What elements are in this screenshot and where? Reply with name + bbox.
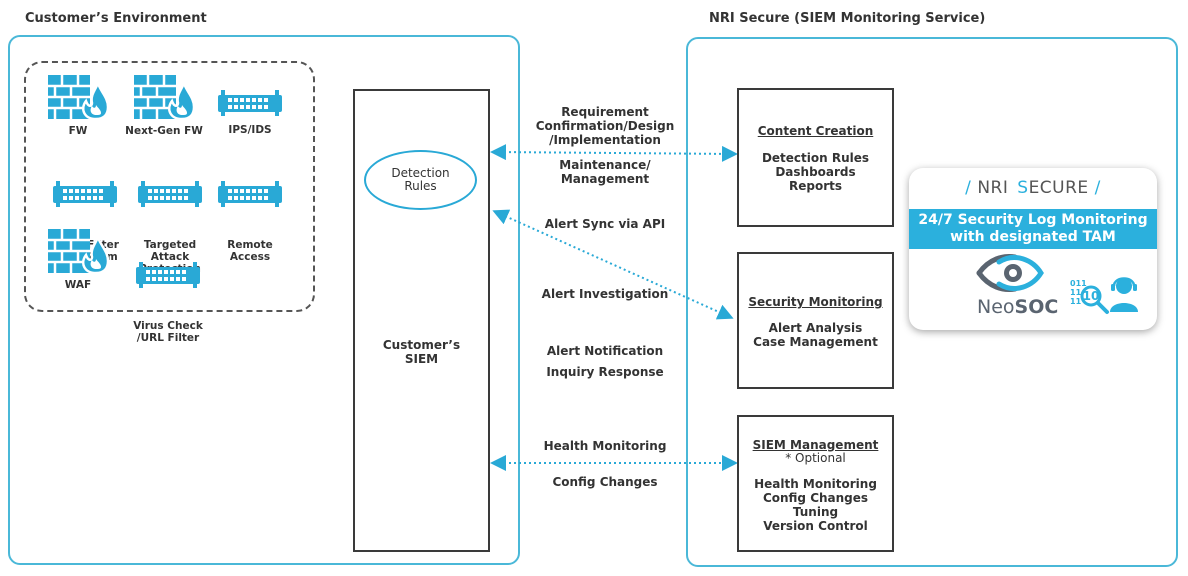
security-monitoring-box: Security Monitoring Alert Analysis Case … — [737, 252, 894, 389]
brand-nri: NRI — [977, 178, 1009, 198]
magnifier-digits: 10 — [1082, 289, 1100, 303]
flow-label-health-monitoring: Health Monitoring — [543, 439, 667, 453]
siem-mgmt-line: Version Control — [763, 519, 868, 533]
logo-soc: SOC — [1014, 296, 1059, 318]
monitoring-line: Alert Analysis — [768, 321, 863, 335]
siem-mgmt-line: Config Changes — [762, 491, 869, 505]
flow-label-config-changes: Config Changes — [552, 475, 658, 489]
flow-label-alert-investigation: Alert Investigation — [541, 287, 669, 301]
device-fw: FW — [38, 73, 118, 137]
neosoc-logo: NeoSOC — [977, 296, 1058, 318]
content-creation-title: Content Creation — [757, 124, 874, 138]
siem-management-note: * Optional — [785, 451, 846, 465]
nri-secure-title: NRI Secure (SIEM Monitoring Service) — [709, 11, 986, 26]
device-remote-access: Remote Access — [210, 153, 290, 263]
slash-icon: / — [1094, 178, 1101, 198]
flow-label-alert-notification: Alert Notification — [546, 344, 664, 358]
binary-line: 11 — [1070, 288, 1082, 297]
brand-rest: ECURE — [1028, 178, 1089, 198]
security-monitoring-title: Security Monitoring — [748, 295, 883, 309]
flow-label-inquiry-response: Inquiry Response — [546, 365, 664, 379]
flow-label-alert-sync: Alert Sync via API — [544, 217, 666, 231]
appliance-icon — [128, 258, 208, 292]
appliance-icon — [125, 177, 215, 211]
binary-line: 11 — [1070, 297, 1082, 306]
device-label: Next-Gen FW — [125, 125, 203, 137]
content-flow-arrow — [490, 144, 738, 162]
content-line: Reports — [788, 179, 842, 193]
logo-neo: Neo — [977, 296, 1015, 318]
eye-icon — [975, 254, 1045, 296]
appliance-icon — [45, 177, 125, 211]
firewall-icon — [124, 73, 204, 121]
content-creation-box: Content Creation Detection Rules Dashboa… — [737, 88, 894, 227]
detection-rules-label: Detection Rules — [391, 166, 450, 193]
appliance-icon — [210, 86, 290, 120]
siem-management-title: SIEM Management — [752, 438, 879, 452]
device-virus-check: Virus Check /URL Filter — [128, 234, 208, 344]
device-label: WAF — [64, 279, 92, 291]
nri-secure-brand: / NRI SECURE / — [909, 178, 1157, 198]
device-label: FW — [68, 125, 88, 137]
device-ips-ids: IPS/IDS — [210, 86, 290, 136]
device-label: IPS/IDS — [228, 124, 272, 136]
security-devices-group — [24, 61, 315, 312]
device-next-gen-fw: Next-Gen FW — [124, 73, 204, 137]
binary-digits: 011 11 11 — [1070, 279, 1087, 306]
nri-secure-card: / NRI SECURE / 24/7 Security Log Monitor… — [909, 168, 1157, 330]
device-label: Remote Access — [227, 239, 273, 263]
monitoring-line: Case Management — [753, 335, 878, 349]
operator-headset-icon — [1106, 272, 1142, 316]
content-line: Detection Rules — [761, 151, 870, 165]
siem-mgmt-line: Tuning — [792, 505, 839, 519]
appliance-icon — [210, 177, 290, 211]
siem-management-box: SIEM Management * Optional Health Monito… — [737, 415, 894, 552]
device-label: Virus Check /URL Filter — [133, 320, 203, 344]
magnifier-icon — [1080, 285, 1110, 319]
service-banner: 24/7 Security Log Monitoring with design… — [909, 209, 1157, 249]
siem-mgmt-line: Health Monitoring — [754, 477, 877, 491]
flow-label-content: Requirement Confirmation/Design /Impleme… — [535, 105, 675, 147]
customer-environment-title: Customer’s Environment — [25, 11, 207, 26]
customer-siem-label: Customer’s SIEM — [382, 338, 461, 366]
brand-s: S — [1017, 178, 1029, 198]
slash-icon: / — [965, 178, 972, 198]
flow-label-maintenance: Maintenance/ Management — [559, 158, 651, 186]
content-line: Dashboards — [775, 165, 856, 179]
device-targeted-attack-protection: Targeted Attack Protection — [125, 153, 215, 275]
binary-line: 011 — [1070, 279, 1087, 288]
device-waf: WAF — [38, 227, 118, 291]
firewall-icon — [38, 227, 118, 275]
firewall-icon — [38, 73, 118, 121]
detection-rules-ellipse — [364, 150, 477, 210]
